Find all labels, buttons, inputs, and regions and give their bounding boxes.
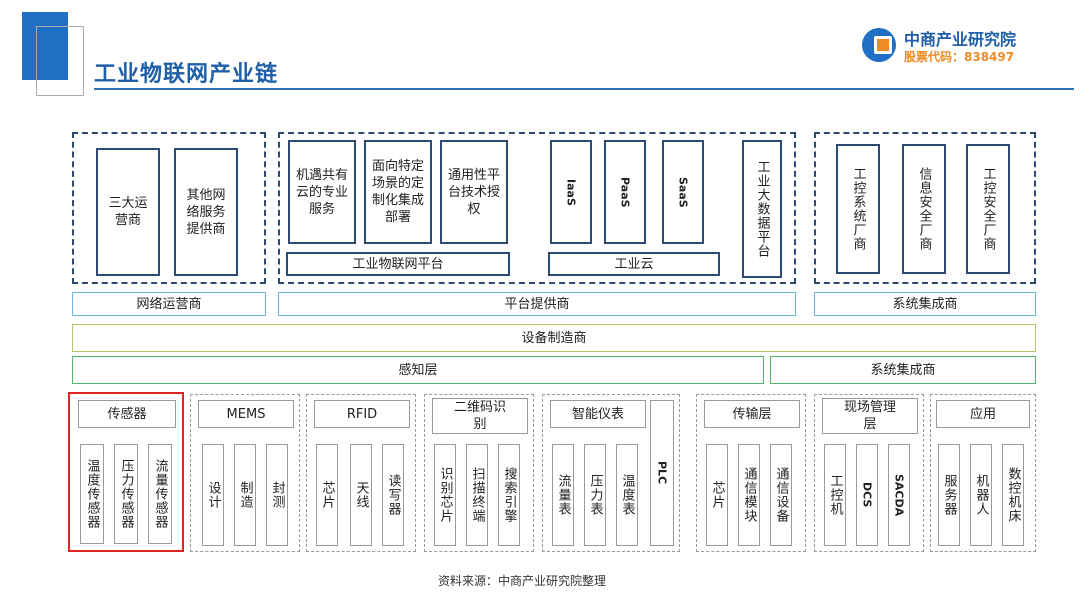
qrcode-item-2: 扫描终端 <box>466 444 488 546</box>
iot-platform-label: 工业物联网平台 <box>286 252 510 276</box>
field-item-1: 工控机 <box>824 444 846 546</box>
sensor-header: 传感器 <box>78 400 176 428</box>
iot-item-3: 通用性平台技术授权 <box>440 140 508 244</box>
equipment-manufacturer-band: 设备制造商 <box>72 324 1036 352</box>
field-item-3: SACDA <box>888 444 910 546</box>
qrcode-item-1: 识别芯片 <box>434 444 456 546</box>
mems-item-3: 封测 <box>266 444 288 546</box>
app-item-3: 数控机床 <box>1002 444 1024 546</box>
transport-header: 传输层 <box>704 400 800 428</box>
app-header: 应用 <box>936 400 1030 428</box>
qrcode-group <box>424 394 534 552</box>
app-group <box>930 394 1036 552</box>
source-note: 资料来源：中商产业研究院整理 <box>438 574 607 588</box>
rfid-item-1: 芯片 <box>316 444 338 546</box>
plc-box: PLC <box>650 400 674 546</box>
title-decoration-outline <box>36 26 84 96</box>
app-item-1: 服务器 <box>938 444 960 546</box>
logo-icon <box>862 28 896 62</box>
mems-header: MEMS <box>198 400 294 428</box>
big-data-platform: 工业大数据平台 <box>742 140 782 278</box>
transport-item-2: 通信模块 <box>738 444 760 546</box>
sensor-item-2: 压力传感器 <box>114 444 138 544</box>
network-group <box>72 132 266 284</box>
meter-item-1: 流量表 <box>552 444 574 546</box>
title-underline <box>94 88 1074 90</box>
transport-item-1: 芯片 <box>706 444 728 546</box>
cloud-item-iaas: IaaS <box>550 140 592 244</box>
network-item-2: 其他网络服务提供商 <box>174 148 238 276</box>
page-title: 工业物联网产业链 <box>94 62 279 87</box>
integrator-item-1: 工控系统厂商 <box>836 144 880 274</box>
transport-item-3: 通信设备 <box>770 444 792 546</box>
platform-group <box>278 132 796 284</box>
integrator-label: 系统集成商 <box>814 292 1036 316</box>
integrator-item-3: 工控安全厂商 <box>966 144 1010 274</box>
logo-name: 中商产业研究院 <box>904 30 1017 49</box>
mems-item-2: 制造 <box>234 444 256 546</box>
field-item-2: DCS <box>856 444 878 546</box>
meter-item-2: 压力表 <box>584 444 606 546</box>
integrator-group <box>814 132 1036 284</box>
meter-item-3: 温度表 <box>616 444 638 546</box>
iot-item-1: 机遇共有云的专业服务 <box>288 140 356 244</box>
iot-item-2: 面向特定场景的定制化集成部署 <box>364 140 432 244</box>
meter-group <box>542 394 680 552</box>
field-header: 现场管理层 <box>822 398 918 434</box>
field-group <box>814 394 924 552</box>
sensor-item-3: 流量传感器 <box>148 444 172 544</box>
mems-group <box>190 394 300 552</box>
rfid-header: RFID <box>314 400 410 428</box>
app-item-2: 机器人 <box>970 444 992 546</box>
integrator-item-2: 信息安全厂商 <box>902 144 946 274</box>
qrcode-header: 二维码识别 <box>432 398 528 434</box>
industrial-cloud-label: 工业云 <box>548 252 720 276</box>
perception-layer-band: 感知层 <box>72 356 764 384</box>
platform-label: 平台提供商 <box>278 292 796 316</box>
network-item-1: 三大运营商 <box>96 148 160 276</box>
transport-group <box>696 394 806 552</box>
rfid-item-3: 读写器 <box>382 444 404 546</box>
cloud-item-saas: SaaS <box>662 140 704 244</box>
logo-stock-code: 股票代码：838497 <box>904 50 1015 64</box>
qrcode-item-3: 搜索引擎 <box>498 444 520 546</box>
network-label: 网络运营商 <box>72 292 266 316</box>
rfid-item-2: 天线 <box>350 444 372 546</box>
sensor-item-1: 温度传感器 <box>80 444 104 544</box>
meter-header: 智能仪表 <box>550 400 646 428</box>
cloud-item-paas: PaaS <box>604 140 646 244</box>
rfid-group <box>306 394 416 552</box>
title-decoration-square <box>22 12 68 80</box>
integration-band: 系统集成商 <box>770 356 1036 384</box>
mems-item-1: 设计 <box>202 444 224 546</box>
sensor-highlight <box>68 392 184 552</box>
